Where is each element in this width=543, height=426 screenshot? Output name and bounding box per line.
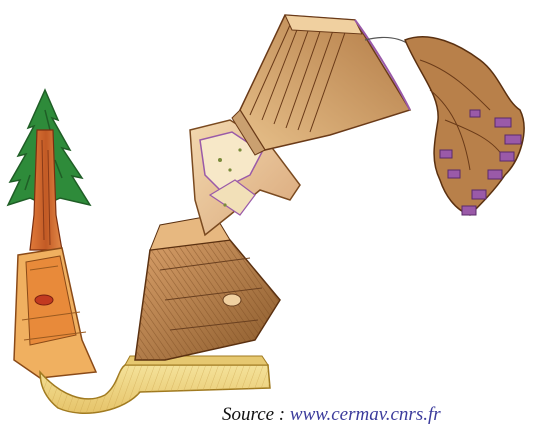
microfibril-bundle [365,37,524,215]
source-caption: Source : www.cermav.cnrs.fr [222,404,441,426]
source-link[interactable]: www.cermav.cnrs.fr [290,404,441,425]
log-section [14,248,96,378]
cell-wall-layers [232,15,410,155]
tree [8,90,90,250]
wood-block [135,215,280,360]
source-label: Source : [222,404,285,425]
